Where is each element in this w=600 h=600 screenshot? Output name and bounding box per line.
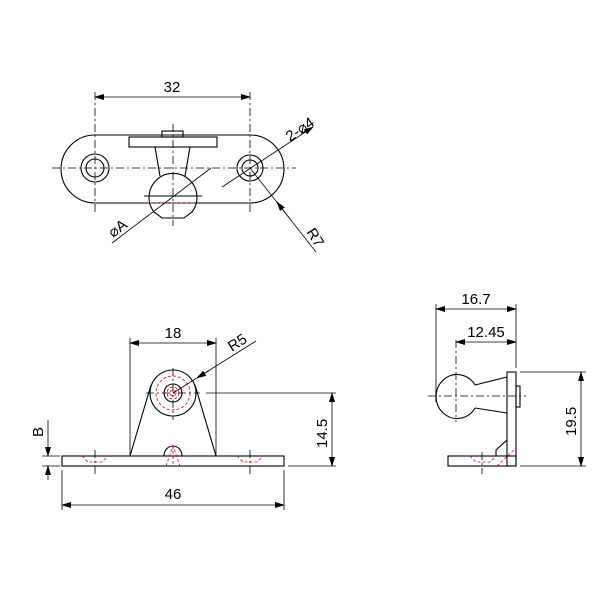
ball-and-neck [435, 373, 508, 420]
dim-line-ball [111, 167, 212, 244]
centerlines [52, 92, 296, 226]
hidden-lines [469, 447, 517, 467]
side-view: 16.7 12.45 19.5 [428, 291, 586, 474]
top-view: 32 2-⌀4 ⌀A R7 [52, 79, 328, 253]
front-view: 18 R5 14.5 46 B [30, 325, 336, 510]
bracket-sides [129, 384, 217, 457]
r7-arrow [276, 201, 291, 220]
dim-16-7-label: 16.7 [461, 291, 490, 308]
dim-32-label: 32 [164, 79, 181, 96]
dim-line-holes [221, 126, 314, 188]
r5-arrow [196, 369, 211, 379]
dim-19-5-label: 19.5 [563, 407, 580, 436]
neck [154, 146, 191, 177]
hidden-circle [169, 389, 177, 397]
stub [515, 385, 521, 408]
dim-r5-label: R5 [225, 331, 250, 356]
dim-46-label: 46 [165, 486, 182, 503]
dim-ball-label: ⌀A [105, 216, 130, 241]
plate-outline [60, 134, 285, 204]
dim-12-45-label: 12.45 [467, 324, 505, 341]
tab [161, 130, 184, 138]
dim-18-label: 18 [165, 325, 182, 342]
gusset [495, 439, 508, 456]
dim-holes-label: 2-⌀4 [283, 114, 318, 145]
dim-14-5-label: 14.5 [314, 419, 331, 448]
hidden-boss [165, 444, 181, 467]
dim-r7-label: R7 [303, 225, 328, 250]
dim-b-label: B [30, 427, 47, 437]
dim-line-r5 [172, 340, 257, 394]
countersinks [81, 455, 264, 463]
